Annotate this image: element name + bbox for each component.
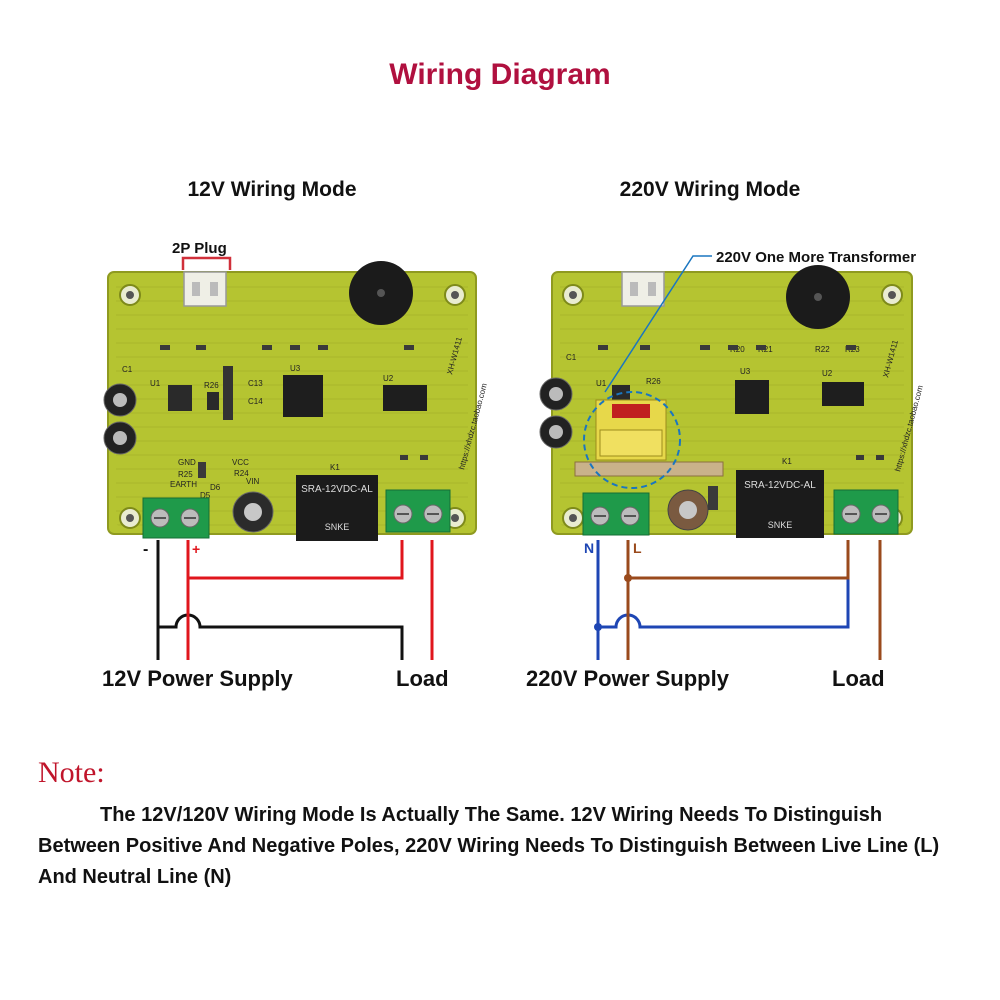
right-2p-plug	[621, 271, 665, 307]
silk-earth: EARTH	[170, 480, 197, 489]
silk-r-u2: U2	[822, 369, 833, 378]
left-relay	[296, 475, 378, 541]
right-chip-u2	[822, 382, 864, 406]
silk-d6: D6	[210, 483, 221, 492]
silk-vin: VIN	[246, 477, 260, 486]
plug-callout-bracket	[181, 256, 232, 270]
right-supply-label: 220V Power Supply	[526, 666, 729, 691]
note-heading: Note:	[38, 756, 105, 789]
silk-r24: R24	[234, 469, 249, 478]
right-relay-brand: SNKE	[768, 520, 793, 530]
transformer-callout-label: 220V One More Transformer	[716, 249, 916, 266]
right-mode-title: 220V Wiring Mode	[619, 178, 801, 201]
silk-r-c1: C1	[566, 353, 577, 362]
silk-gnd: GND	[178, 458, 196, 467]
silk-k1: K1	[330, 463, 340, 472]
terminal-n: N	[584, 540, 594, 556]
silk-u3: U3	[290, 364, 301, 373]
left-regulator	[168, 385, 192, 411]
right-relay-text: SRA-12VDC-AL	[744, 480, 816, 491]
silk-c1: C1	[122, 365, 133, 374]
silk-r-k1: K1	[782, 457, 792, 466]
right-wires	[596, 540, 882, 660]
page-title: Wiring Diagram	[389, 58, 611, 91]
silk-r25: R25	[178, 470, 193, 479]
terminal-minus: -	[143, 541, 148, 558]
terminal-plus: +	[192, 541, 200, 557]
silk-c14: C14	[248, 397, 263, 406]
silk-r26: R26	[204, 381, 219, 390]
transformer-highlight-ring	[583, 391, 681, 489]
note-body: The 12V/120V Wiring Mode Is Actually The…	[38, 804, 940, 888]
right-chip-u3	[735, 380, 769, 414]
left-relay-brand: SNKE	[325, 522, 350, 532]
silk-u2: U2	[383, 374, 394, 383]
left-relay-text: SRA-12VDC-AL	[301, 484, 373, 495]
left-load-label: Load	[396, 666, 449, 691]
silk-c13: C13	[248, 379, 263, 388]
left-wires	[156, 540, 434, 660]
silk-r-r26: R26	[646, 377, 661, 386]
silk-r-r22: R22	[815, 345, 830, 354]
right-relay	[736, 470, 824, 538]
silk-r-u1: U1	[596, 379, 607, 388]
silk-d5: D5	[200, 491, 211, 500]
left-mode-title: 12V Wiring Mode	[187, 178, 357, 201]
silk-r-u3: U3	[740, 367, 751, 376]
silk-vcc: VCC	[232, 458, 249, 467]
terminal-l: L	[633, 540, 642, 556]
left-pcb-board: SRA-12VDC-AL SNKE GND VCC EARTH VIN R25 …	[103, 261, 489, 541]
right-load-label: Load	[832, 666, 885, 691]
left-chip-u2	[383, 385, 427, 411]
left-2p-plug	[183, 271, 227, 307]
transformer-callout-line	[604, 255, 712, 393]
left-supply-label: 12V Power Supply	[102, 666, 293, 691]
silk-u1: U1	[150, 379, 161, 388]
plug-callout-label: 2P Plug	[172, 240, 227, 257]
left-chip-u3	[283, 375, 323, 417]
right-pcb-board: SRA-12VDC-AL SNKE K1 C1 U1 U2 U3 R26 R22…	[539, 265, 925, 538]
